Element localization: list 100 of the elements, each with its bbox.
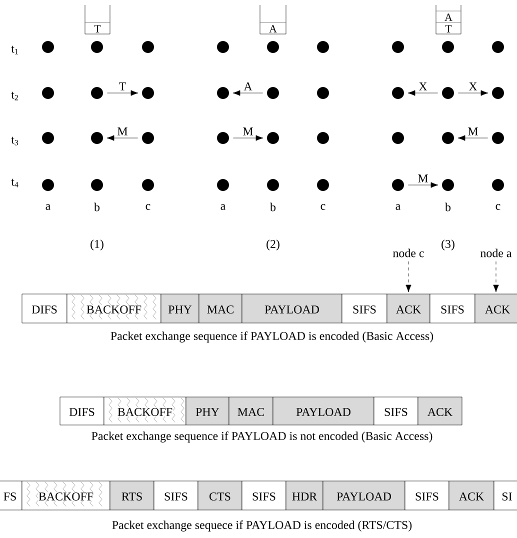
packet-field: BACKOFF [104, 396, 186, 426]
dot [267, 179, 279, 191]
arrow [406, 261, 412, 292]
arrow [408, 90, 438, 96]
time-label: t$_{3}$ [11, 136, 18, 146]
arrow [458, 135, 488, 141]
edge-label: X [468, 82, 478, 91]
column-label: b [94, 202, 100, 212]
caption: Packet exchange sequence if PAYLOAD is not encoded (Basic Access) [92, 432, 432, 442]
arrow [493, 261, 499, 292]
panel-label: (2) [266, 240, 280, 250]
arrow [233, 135, 264, 141]
dot [317, 87, 329, 99]
column-label: a [46, 204, 50, 210]
dot [317, 41, 329, 53]
arrow [106, 135, 138, 141]
panel-label: (3) [442, 240, 454, 250]
dot [492, 132, 504, 144]
edge-label: M [116, 126, 128, 136]
arrow [232, 90, 263, 96]
dot [317, 179, 329, 191]
dot [42, 87, 54, 99]
column-label: a [220, 204, 226, 210]
dot [217, 179, 229, 191]
packet-field: CTS [198, 480, 242, 510]
edge-label: M [417, 174, 429, 183]
edge-label: M [467, 126, 479, 136]
dot [42, 179, 54, 191]
dot [267, 132, 279, 144]
dot [217, 87, 229, 99]
node-label: node a [480, 248, 512, 258]
dot [142, 179, 154, 191]
dot [392, 132, 404, 144]
edge-label: T [118, 82, 127, 91]
column-label: c [320, 204, 326, 210]
dot [392, 179, 404, 191]
time-label: t$_{1}$ [11, 46, 18, 54]
queue-box: A [260, 4, 286, 34]
dot [142, 41, 154, 53]
packet-field: PHY [160, 294, 200, 324]
column-label: c [146, 204, 150, 210]
packet-field: SIFS [242, 480, 286, 510]
dot [267, 87, 279, 99]
dot [217, 41, 229, 53]
dot [317, 132, 329, 144]
caption: Packet exchange sequence if PAYLOAD is encoded (Basic Access) [110, 332, 434, 342]
packet-field: DIFS [60, 396, 104, 426]
dot [142, 87, 154, 99]
dot [42, 132, 54, 144]
column-label: a [396, 204, 400, 210]
dot [442, 179, 454, 191]
dot [267, 41, 279, 53]
packet-field: HDR [286, 480, 324, 510]
dot [142, 132, 154, 144]
arrow [107, 90, 138, 96]
packet-field: FS [0, 480, 22, 510]
dot [42, 41, 54, 53]
caption: Packet exchange sequece if PAYLOAD is encoded (RTS/CTS) [112, 520, 412, 532]
queue-box: T [84, 4, 110, 34]
dot [91, 179, 103, 191]
dot [492, 41, 504, 53]
packet-field: ACK [474, 294, 517, 324]
time-label: t$_{2}$ [11, 92, 18, 100]
packet-field: SIFS [342, 294, 388, 324]
dot [442, 41, 454, 53]
dot [217, 132, 229, 144]
arrow [408, 182, 438, 188]
column-label: c [496, 204, 500, 210]
packet-field: MAC [228, 396, 274, 426]
node-label: node c [393, 248, 424, 258]
dot [91, 87, 103, 99]
packet-field: ACK [386, 294, 430, 324]
packet-field: SIFS [374, 396, 418, 426]
edge-label: X [418, 82, 428, 91]
dot [492, 87, 504, 99]
column-label: b [270, 202, 276, 212]
dot [91, 132, 103, 144]
packet-field: SIFS [154, 480, 198, 510]
packet-field: DIFS [22, 294, 68, 324]
dot [392, 41, 404, 53]
column-label: b [445, 202, 451, 212]
time-label: t$_{4}$ [11, 178, 18, 188]
dot [91, 41, 103, 53]
packet-field: SIFS [404, 480, 450, 510]
dot [492, 179, 504, 191]
dot [442, 87, 454, 99]
packet-field: SIFS [430, 294, 476, 324]
packet-field: ACK [448, 480, 494, 510]
edge-label: A [243, 82, 253, 91]
packet-field: ACK [418, 396, 462, 426]
packet-field: PHY [186, 396, 230, 426]
packet-field: MAC [198, 294, 242, 324]
queue-box: A T [436, 4, 462, 34]
dot [442, 132, 454, 144]
edge-label: M [242, 126, 254, 136]
arrow [458, 90, 488, 96]
dot [392, 87, 404, 99]
packet-field: RTS [110, 480, 154, 510]
panel-label: (1) [90, 240, 104, 250]
packet-field: SI [494, 480, 517, 510]
